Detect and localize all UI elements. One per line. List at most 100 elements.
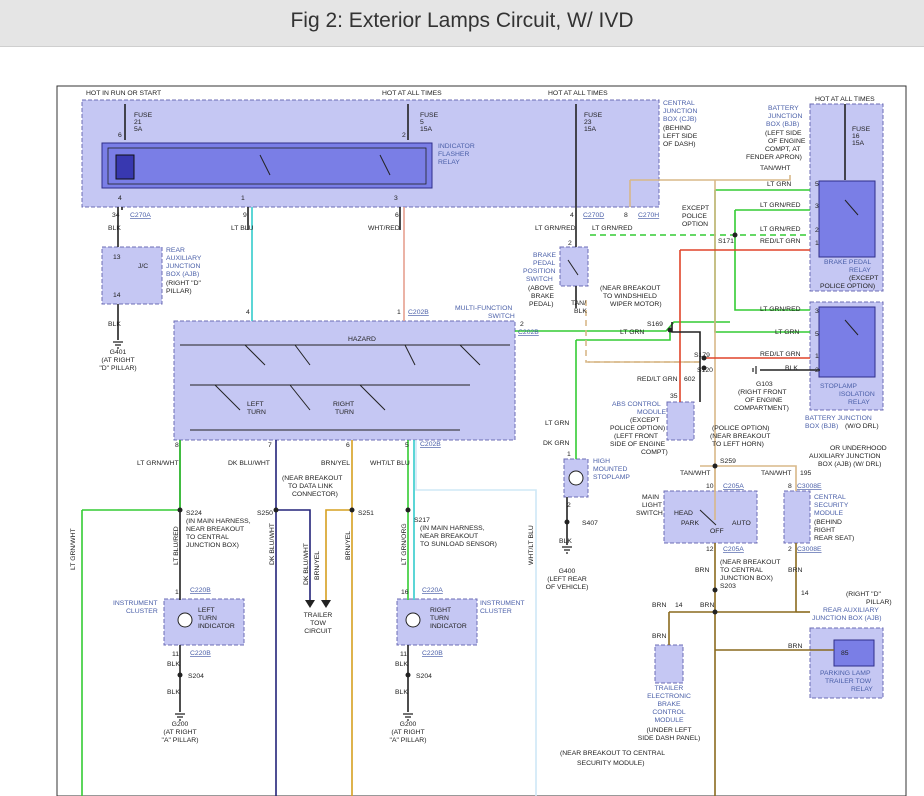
main-light-switch bbox=[663, 490, 758, 544]
svg-text:RIGHT: RIGHT bbox=[814, 527, 835, 534]
svg-text:BOX (AJB) (W/ DRL): BOX (AJB) (W/ DRL) bbox=[818, 461, 881, 468]
svg-text:STOPLAMP: STOPLAMP bbox=[820, 383, 857, 390]
svg-text:BOX (BJB): BOX (BJB) bbox=[766, 121, 799, 128]
svg-text:"D" PILLAR): "D" PILLAR) bbox=[99, 365, 136, 372]
module-boxes bbox=[81, 99, 884, 699]
svg-text:BLK: BLK bbox=[167, 689, 180, 696]
svg-text:S407: S407 bbox=[582, 520, 598, 527]
svg-text:OFF: OFF bbox=[710, 528, 724, 535]
svg-text:LEFT SIDE: LEFT SIDE bbox=[663, 133, 698, 140]
svg-text:INDICATOR: INDICATOR bbox=[438, 143, 475, 150]
svg-text:16: 16 bbox=[852, 133, 860, 140]
svg-text:5: 5 bbox=[815, 331, 819, 338]
svg-text:RED/LT GRN: RED/LT GRN bbox=[760, 238, 801, 245]
svg-text:"A" PILLAR): "A" PILLAR) bbox=[162, 737, 199, 744]
indicator-flasher-relay bbox=[101, 142, 433, 189]
svg-text:SWITCH: SWITCH bbox=[488, 313, 515, 320]
svg-text:C202B: C202B bbox=[408, 309, 429, 316]
svg-text:PILLAR): PILLAR) bbox=[866, 599, 892, 606]
svg-text:REAR AUXILIARY: REAR AUXILIARY bbox=[823, 607, 879, 614]
svg-text:REAR SEAT): REAR SEAT) bbox=[814, 535, 854, 542]
svg-text:2: 2 bbox=[402, 132, 406, 139]
svg-text:11: 11 bbox=[172, 651, 179, 658]
hot-run-start-label: HOT IN RUN OR START bbox=[86, 90, 161, 97]
svg-text:(AT RIGHT: (AT RIGHT bbox=[391, 729, 424, 736]
svg-text:14: 14 bbox=[675, 602, 683, 609]
svg-text:8: 8 bbox=[624, 212, 628, 219]
svg-text:ELECTRONIC: ELECTRONIC bbox=[647, 693, 691, 700]
svg-text:FUSE: FUSE bbox=[420, 112, 439, 119]
splice-points bbox=[177, 232, 738, 678]
svg-text:LT GRN/RED: LT GRN/RED bbox=[760, 226, 801, 233]
svg-text:INDICATOR: INDICATOR bbox=[198, 623, 235, 630]
svg-text:4: 4 bbox=[570, 212, 574, 219]
svg-text:BRN: BRN bbox=[652, 633, 666, 640]
svg-text:RELAY: RELAY bbox=[851, 686, 873, 693]
svg-text:CLUSTER: CLUSTER bbox=[126, 608, 158, 615]
svg-text:MODULE: MODULE bbox=[637, 409, 667, 416]
svg-text:BOX (BJB): BOX (BJB) bbox=[805, 423, 838, 430]
svg-text:WHT/LT BLU: WHT/LT BLU bbox=[528, 525, 535, 565]
svg-text:14: 14 bbox=[113, 292, 121, 299]
svg-text:TAN/WHT: TAN/WHT bbox=[761, 470, 791, 477]
svg-text:(NEAR BREAKOUT: (NEAR BREAKOUT bbox=[720, 559, 780, 566]
svg-text:15A: 15A bbox=[852, 140, 865, 147]
svg-text:BRN: BRN bbox=[700, 602, 714, 609]
svg-text:RED/LT GRN: RED/LT GRN bbox=[637, 376, 678, 383]
svg-text:(NEAR BREAKOUT TO CENTRAL: (NEAR BREAKOUT TO CENTRAL bbox=[560, 750, 665, 757]
svg-text:5: 5 bbox=[405, 442, 409, 449]
svg-text:6: 6 bbox=[346, 442, 350, 449]
svg-text:NEAR BREAKOUT: NEAR BREAKOUT bbox=[186, 526, 244, 533]
svg-text:RELAY: RELAY bbox=[848, 399, 870, 406]
svg-text:BRN/YEL: BRN/YEL bbox=[321, 460, 350, 467]
svg-text:FENDER APRON): FENDER APRON) bbox=[746, 154, 802, 161]
svg-text:5: 5 bbox=[420, 119, 424, 126]
svg-text:JUNCTION: JUNCTION bbox=[166, 263, 200, 270]
svg-text:LT GRN: LT GRN bbox=[767, 181, 791, 188]
svg-text:C270A: C270A bbox=[130, 212, 151, 219]
svg-text:(EXCEPT: (EXCEPT bbox=[630, 417, 659, 424]
abs-module bbox=[666, 401, 695, 441]
svg-text:TRAILER: TRAILER bbox=[655, 685, 684, 692]
svg-text:TRAILER: TRAILER bbox=[304, 612, 333, 619]
svg-text:G103: G103 bbox=[756, 381, 773, 388]
svg-text:RELAY: RELAY bbox=[438, 159, 460, 166]
svg-text:1: 1 bbox=[397, 309, 401, 316]
svg-text:S204: S204 bbox=[188, 673, 204, 680]
svg-text:BLK: BLK bbox=[395, 689, 408, 696]
svg-text:(RIGHT "D": (RIGHT "D" bbox=[846, 591, 881, 598]
brake-pedal-switch bbox=[559, 246, 589, 287]
stoplamp-bulb-icon bbox=[568, 470, 584, 486]
svg-text:BRN/YEL: BRN/YEL bbox=[345, 531, 352, 560]
flasher-inner bbox=[107, 147, 427, 185]
svg-text:BLK: BLK bbox=[395, 661, 408, 668]
svg-text:2: 2 bbox=[568, 240, 572, 247]
svg-text:6: 6 bbox=[118, 132, 122, 139]
svg-text:8: 8 bbox=[788, 483, 792, 490]
svg-text:C220A: C220A bbox=[422, 587, 443, 594]
left-instrument-cluster bbox=[163, 598, 245, 646]
svg-text:LT GRN/WHT: LT GRN/WHT bbox=[137, 460, 179, 467]
svg-text:BRN: BRN bbox=[788, 567, 802, 574]
parking-lamp-relay bbox=[833, 639, 875, 667]
svg-text:SECURITY MODULE): SECURITY MODULE) bbox=[577, 760, 644, 767]
svg-text:2: 2 bbox=[788, 546, 792, 553]
svg-text:G200: G200 bbox=[400, 721, 417, 728]
svg-text:TURN: TURN bbox=[198, 615, 217, 622]
title-bar: Fig 2: Exterior Lamps Circuit, W/ IVD bbox=[0, 0, 924, 47]
svg-text:BRAKE: BRAKE bbox=[657, 701, 681, 708]
svg-text:SECURITY: SECURITY bbox=[814, 502, 849, 509]
svg-text:S169: S169 bbox=[647, 321, 663, 328]
svg-text:5A: 5A bbox=[134, 126, 143, 133]
svg-text:NEAR BREAKOUT: NEAR BREAKOUT bbox=[420, 533, 478, 540]
svg-text:(LEFT SIDE: (LEFT SIDE bbox=[765, 130, 802, 137]
svg-text:CENTRAL: CENTRAL bbox=[663, 100, 695, 107]
svg-text:TOW: TOW bbox=[310, 620, 326, 627]
brake-pedal-relay bbox=[818, 180, 876, 258]
svg-text:MODULE: MODULE bbox=[654, 717, 684, 724]
svg-text:S224: S224 bbox=[186, 510, 202, 517]
svg-text:FLASHER: FLASHER bbox=[438, 151, 469, 158]
